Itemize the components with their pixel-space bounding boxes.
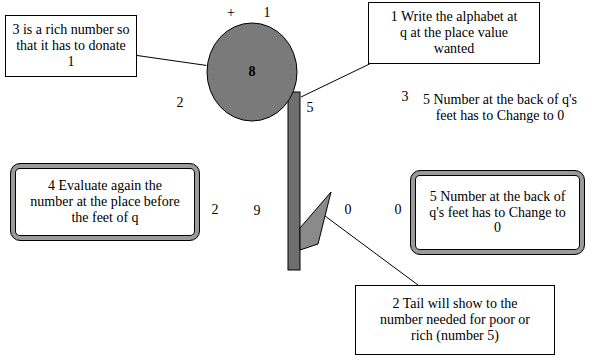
digit-label: 0 (345, 202, 352, 218)
callout-pointer (137, 55, 206, 65)
node-text: 8 (222, 64, 282, 80)
digit-label: 2 (212, 202, 219, 218)
digit-label: 1 (264, 5, 271, 21)
callout-box: 3 is a rich number so that it has to don… (5, 15, 137, 77)
node-text: 5 Number at the back of q's feet has to … (425, 189, 570, 236)
q-head-circle: 8 (206, 22, 298, 122)
q-tail (300, 192, 331, 250)
digit-label: 2 (177, 95, 184, 111)
note-text: 5 Number at the back of q's feet has to … (420, 92, 580, 124)
digit-label: 0 (395, 202, 402, 218)
node-text: 4 Evaluate again the number at the place… (30, 178, 180, 225)
callout-box: 2 Tail will show to the number needed fo… (355, 285, 555, 355)
node-text: 2 Tail will show to the number needed fo… (370, 296, 540, 343)
digit-label: 3 (402, 89, 409, 105)
node-text: 1 Write the alphabet at q at the place v… (388, 9, 520, 56)
note-box: 5 Number at the back of q's feet has to … (410, 170, 585, 255)
sign-label: + (227, 5, 235, 21)
q-stem (288, 92, 300, 270)
q-head (207, 23, 297, 121)
digit-label: 5 (307, 100, 314, 116)
node-text: 3 is a rich number so that it has to don… (12, 22, 130, 69)
leader-line (325, 216, 418, 285)
callout-box: 1 Write the alphabet at q at the place v… (368, 2, 540, 64)
digit-label: 9 (254, 203, 261, 219)
note-box: 4 Evaluate again the number at the place… (10, 163, 200, 241)
